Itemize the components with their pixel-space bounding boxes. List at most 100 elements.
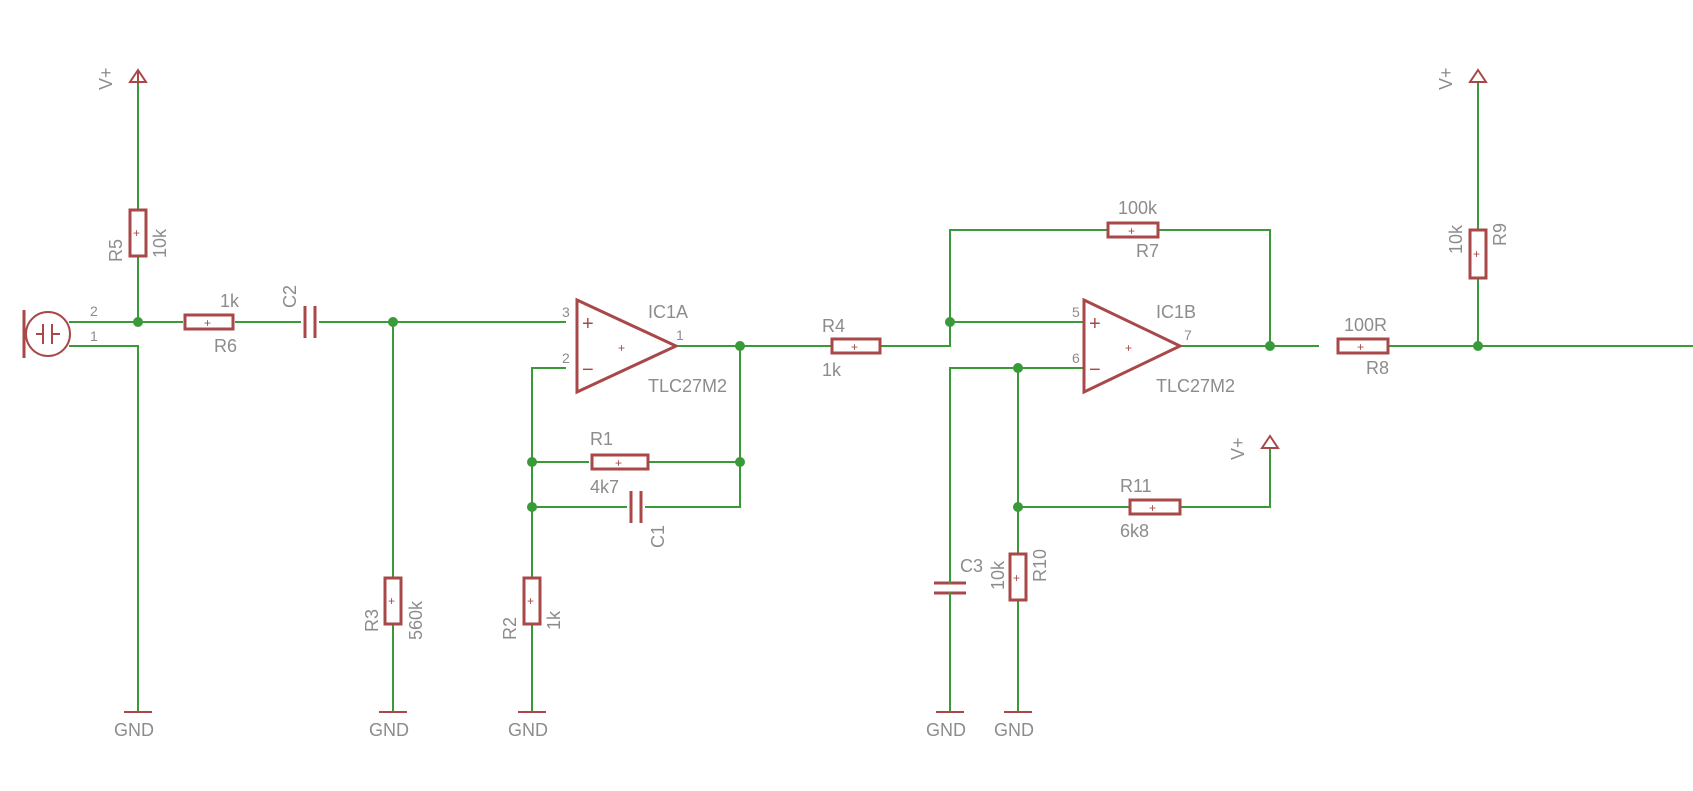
r4-value: 1k	[822, 360, 842, 380]
r8-name: R8	[1366, 358, 1389, 378]
ic1a-pin-1: 1	[676, 327, 684, 343]
vplus-label: V+	[1228, 437, 1248, 460]
r10-value: 10k	[988, 560, 1008, 590]
c2-name: C2	[280, 285, 300, 308]
wires	[69, 83, 1693, 713]
ic1b-pin-7: 7	[1184, 327, 1192, 343]
resistor-r11: + R11 6k8	[1120, 476, 1182, 541]
resistor-r5: + R5 10k	[106, 208, 170, 262]
svg-text:+: +	[851, 340, 858, 354]
junction-dot	[1473, 341, 1483, 351]
vplus-symbol-3: V+	[1228, 434, 1280, 460]
ic1a-minus-sign: −	[582, 359, 594, 381]
ic1b-pin-5: 5	[1072, 304, 1080, 320]
opamp-ic1b: + − + 5 6 7 IC1B TLC27M2	[1072, 297, 1235, 396]
ic1b-name: IC1B	[1156, 302, 1196, 322]
resistor-r1: + R1 4k7	[590, 429, 650, 497]
ic1a-plus-sign: +	[582, 313, 594, 335]
r3-value: 560k	[406, 600, 426, 640]
gnd-label: GND	[994, 720, 1034, 740]
r11-name: R11	[1120, 476, 1152, 496]
svg-text:+: +	[1149, 501, 1156, 515]
resistor-r4: + R4 1k	[822, 316, 882, 380]
vplus-label: V+	[96, 67, 116, 90]
capacitor-c2: C2	[280, 285, 317, 338]
vplus-symbol-1: V+	[96, 67, 148, 90]
r8-value: 100R	[1344, 315, 1387, 335]
mic-pin-2: 2	[90, 303, 98, 319]
junctions	[133, 317, 1483, 512]
gnd-symbol-4: GND	[926, 711, 966, 740]
junction-dot	[388, 317, 398, 327]
ic1b-minus-sign: −	[1089, 359, 1101, 381]
svg-text:+: +	[1125, 341, 1132, 355]
opamp-ic1a: + − + 3 2 1 IC1A TLC27M2	[562, 297, 727, 396]
svg-text:+: +	[1128, 224, 1135, 238]
gnd-label: GND	[114, 720, 154, 740]
ic1a-value: TLC27M2	[648, 376, 727, 396]
r6-value: 1k	[220, 291, 240, 311]
vplus-label: V+	[1436, 67, 1456, 90]
svg-text:+: +	[388, 594, 395, 608]
junction-dot	[133, 317, 143, 327]
junction-dot	[1265, 341, 1275, 351]
resistor-r6: + 1k R6	[183, 291, 240, 356]
r9-name: R9	[1490, 223, 1510, 246]
vplus-symbol-2: V+	[1436, 67, 1488, 90]
junction-dot	[945, 317, 955, 327]
gnd-label: GND	[369, 720, 409, 740]
r5-value: 10k	[150, 228, 170, 258]
svg-text:+: +	[204, 316, 211, 330]
r1-value: 4k7	[590, 477, 619, 497]
svg-text:+: +	[618, 341, 625, 355]
r2-name: R2	[500, 617, 520, 640]
gnd-label: GND	[926, 720, 966, 740]
junction-dot	[527, 457, 537, 467]
r7-name: R7	[1136, 241, 1159, 261]
r11-value: 6k8	[1120, 521, 1149, 541]
r6-name: R6	[214, 336, 237, 356]
c1-name: C1	[648, 525, 668, 548]
capacitor-c3: C3	[934, 556, 983, 601]
svg-text:+: +	[615, 456, 622, 470]
ic1b-value: TLC27M2	[1156, 376, 1235, 396]
gnd-symbol-3: GND	[508, 711, 548, 740]
resistor-r3: + R3 560k	[362, 576, 426, 640]
junction-dot	[1013, 363, 1023, 373]
junction-dot	[1013, 502, 1023, 512]
gnd-label: GND	[508, 720, 548, 740]
mic-pin-1: 1	[90, 328, 98, 344]
ic1b-pin-6: 6	[1072, 350, 1080, 366]
gnd-symbol-1: GND	[114, 711, 154, 740]
svg-text:+: +	[527, 594, 534, 608]
svg-text:+: +	[1013, 571, 1020, 585]
r10-name: R10	[1030, 549, 1050, 582]
ic1b-plus-sign: +	[1089, 313, 1101, 335]
gnd-symbol-5: GND	[994, 711, 1034, 740]
r5-name: R5	[106, 239, 126, 262]
r1-name: R1	[590, 429, 613, 449]
r2-value: 1k	[544, 610, 564, 630]
ic1a-pin-2: 2	[562, 350, 570, 366]
ic1a-name: IC1A	[648, 302, 688, 322]
svg-text:+: +	[133, 226, 140, 240]
gnd-symbol-2: GND	[369, 711, 409, 740]
resistor-r8: + 100R R8	[1336, 315, 1390, 378]
svg-text:+: +	[1473, 247, 1480, 261]
resistor-r9: + 10k R9	[1446, 223, 1510, 280]
resistor-r10: + 10k R10	[988, 549, 1050, 602]
resistor-r2: + R2 1k	[500, 576, 564, 640]
r4-name: R4	[822, 316, 845, 336]
junction-dot	[527, 502, 537, 512]
c3-name: C3	[960, 556, 983, 576]
ic1a-pin-3: 3	[562, 304, 570, 320]
junction-dot	[735, 457, 745, 467]
r9-value: 10k	[1446, 224, 1466, 254]
resistor-r7: + 100k R7	[1106, 198, 1160, 261]
microphone: 2 1	[22, 303, 98, 358]
capacitor-c1: C1	[629, 491, 668, 548]
svg-text:+: +	[1357, 340, 1364, 354]
r3-name: R3	[362, 609, 382, 632]
r7-value: 100k	[1118, 198, 1158, 218]
